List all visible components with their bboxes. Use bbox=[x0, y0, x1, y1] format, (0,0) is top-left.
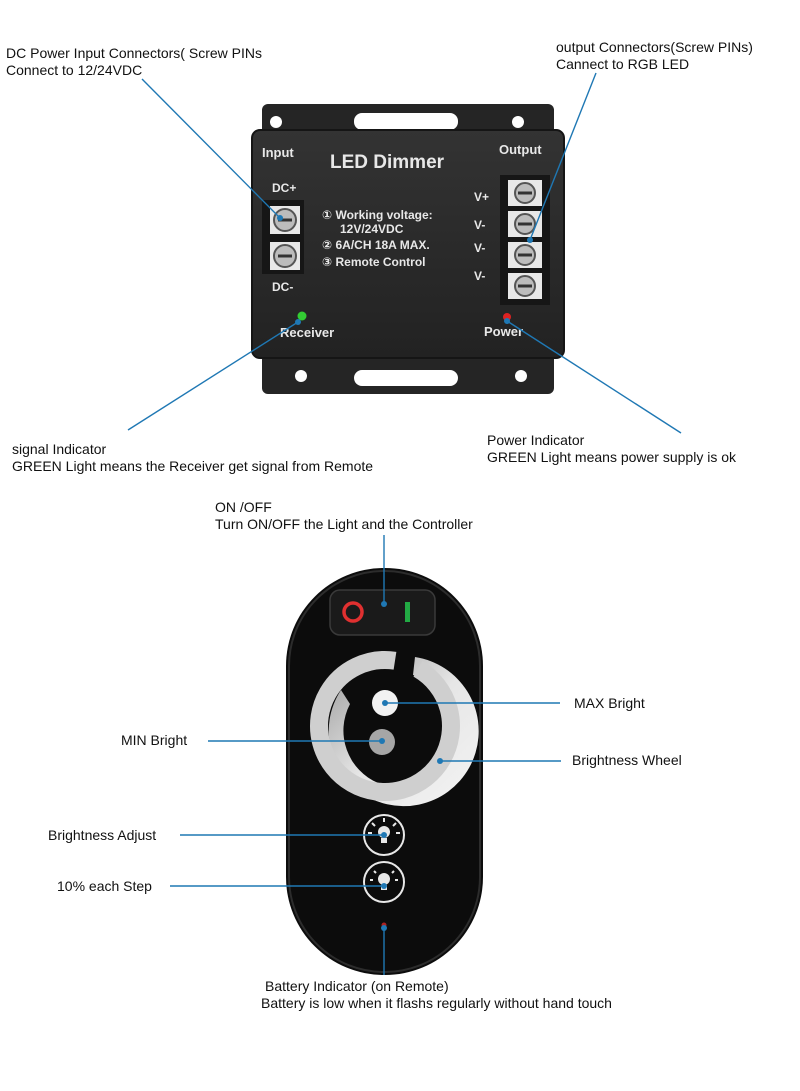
callout-line-dc-input bbox=[141, 78, 281, 219]
v-plus-label: V+ bbox=[474, 190, 489, 204]
callout-onoff-line-2: Turn ON/OFF the Light and the Controller bbox=[215, 516, 473, 532]
callout-onoff-line-1: ON /OFF bbox=[215, 499, 272, 515]
input-screw-1 bbox=[270, 206, 300, 234]
on-icon[interactable] bbox=[405, 602, 410, 622]
callout-brightness-adjust: Brightness Adjust bbox=[48, 827, 157, 843]
v-minus-label-1: V- bbox=[474, 218, 485, 232]
input-screw-2 bbox=[270, 242, 300, 270]
callout-brightness-wheel: Brightness Wheel bbox=[572, 752, 682, 768]
callout-output: output Connectors(Screw PINs) Cannect to… bbox=[556, 39, 753, 73]
spec-line-1b: 12V/24VDC bbox=[340, 222, 404, 236]
v-minus-label-3: V- bbox=[474, 269, 485, 283]
callout-output-line-2: Cannect to RGB LED bbox=[556, 56, 690, 72]
receiver-led-green bbox=[297, 311, 307, 321]
v-minus-label-2: V- bbox=[474, 241, 485, 255]
callout-battery-line-2: Battery is low when it flashs regularly … bbox=[261, 995, 612, 1011]
callout-max-bright: MAX Bright bbox=[574, 695, 645, 711]
off-icon[interactable] bbox=[342, 601, 364, 623]
on-off-panel bbox=[329, 589, 436, 636]
mount-hole-tr bbox=[512, 116, 524, 128]
callout-dc-input-line-1: DC Power Input Connectors( Screw PINs bbox=[6, 45, 262, 61]
callout-signal-line-2: GREEN Light means the Receiver get signa… bbox=[12, 458, 374, 474]
callout-signal-line-1: signal Indicator bbox=[12, 441, 107, 457]
led-dimmer-device: LED Dimmer Input Output DC+ DC- V+ V- V-… bbox=[251, 104, 565, 394]
callout-line-power bbox=[506, 320, 682, 434]
input-label: Input bbox=[262, 145, 294, 160]
callout-step: 10% each Step bbox=[57, 878, 152, 894]
receiver-label: Receiver bbox=[280, 325, 334, 340]
callout-power-line-1: Power Indicator bbox=[487, 432, 585, 448]
callout-line-output bbox=[529, 72, 597, 241]
dc-minus-label: DC- bbox=[272, 280, 293, 294]
spec-line-3: ③ Remote Control bbox=[322, 255, 426, 269]
callout-dc-input: DC Power Input Connectors( Screw PINs Co… bbox=[6, 45, 262, 79]
mount-hole-tl bbox=[270, 116, 282, 128]
device-case bbox=[251, 129, 565, 359]
top-mount-slot bbox=[354, 113, 458, 130]
output-label: Output bbox=[499, 142, 542, 157]
mount-hole-bl bbox=[295, 370, 307, 382]
remote-control: DC bbox=[286, 568, 483, 975]
callout-battery-indicator: Battery Indicator (on Remote) Battery is… bbox=[261, 978, 612, 1012]
callout-dc-input-line-2: Connect to 12/24VDC bbox=[6, 62, 143, 78]
mount-hole-br bbox=[515, 370, 527, 382]
callout-battery-line-1: Battery Indicator (on Remote) bbox=[265, 978, 449, 994]
callout-power-indicator: Power Indicator GREEN Light means power … bbox=[487, 432, 736, 466]
callout-output-line-1: output Connectors(Screw PINs) bbox=[556, 39, 753, 55]
spec-line-2: ② 6A/CH 18A MAX. bbox=[322, 238, 430, 252]
callout-min-bright: MIN Bright bbox=[121, 732, 188, 748]
callout-on-off: ON /OFF Turn ON/OFF the Light and the Co… bbox=[215, 499, 473, 533]
callout-power-line-2: GREEN Light means power supply is ok bbox=[487, 449, 736, 465]
dc-plus-label: DC+ bbox=[272, 181, 296, 195]
power-label: Power bbox=[484, 324, 523, 339]
bottom-mount-slot bbox=[354, 370, 458, 386]
callout-lines bbox=[127, 72, 682, 975]
callout-line-signal bbox=[127, 321, 299, 431]
spec-line-1a: ① Working voltage: bbox=[322, 208, 433, 222]
output-screws bbox=[508, 180, 542, 299]
callout-signal-indicator: signal Indicator GREEN Light means the R… bbox=[12, 441, 373, 475]
dimmer-title: LED Dimmer bbox=[330, 152, 445, 173]
